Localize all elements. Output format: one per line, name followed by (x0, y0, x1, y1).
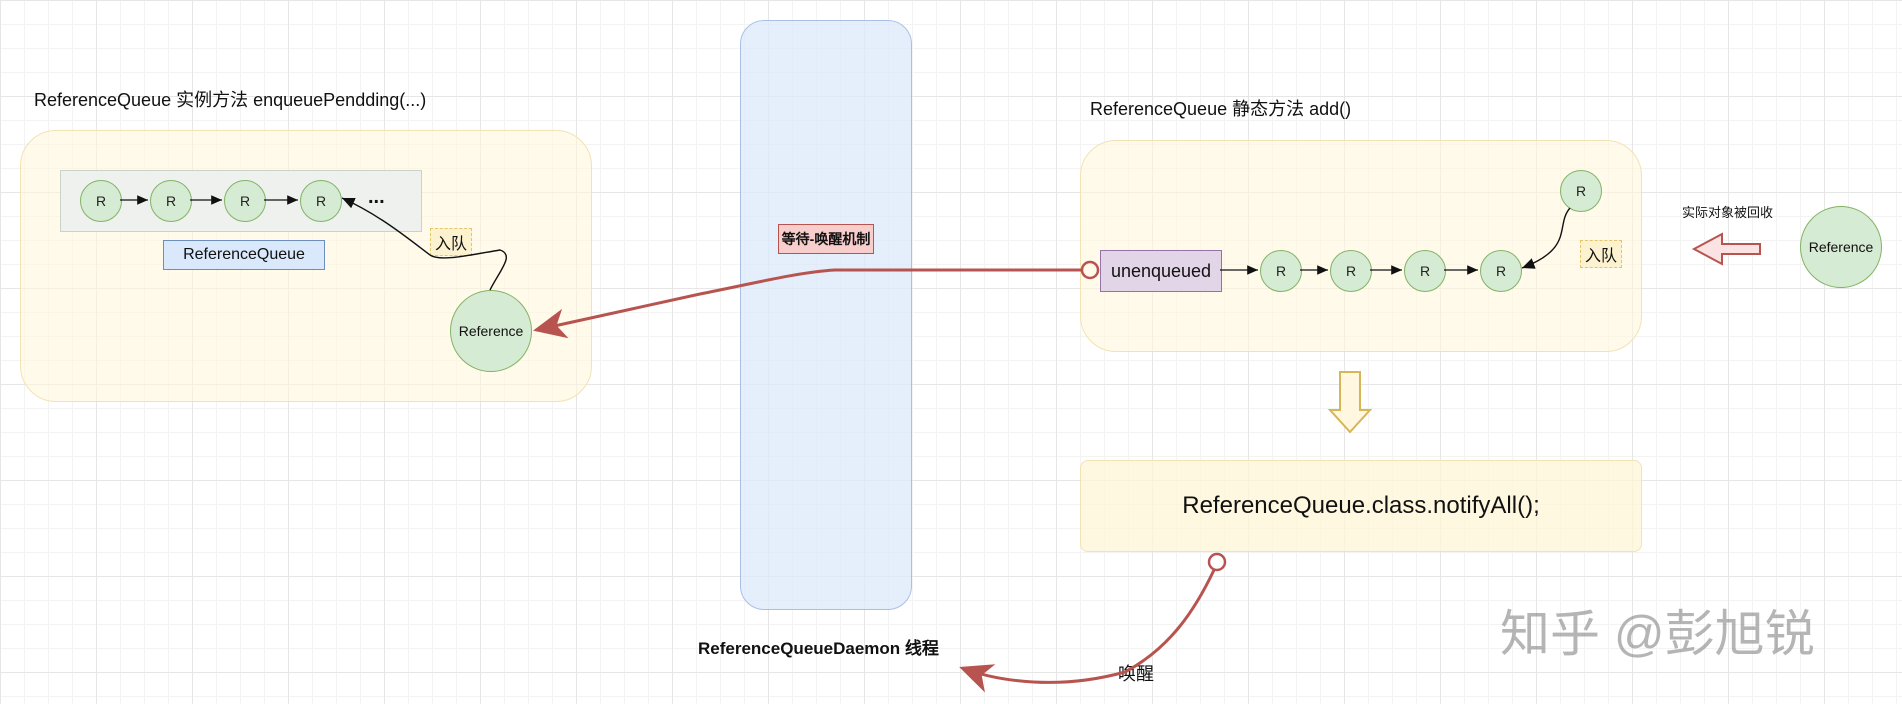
reference-queue-label: ReferenceQueue (163, 240, 325, 270)
transfer-origin (1080, 260, 1100, 280)
queue-node-1: R (80, 180, 122, 222)
daemon-thread-label: ReferenceQueueDaemon 线程 (698, 639, 939, 658)
watermark: 知乎 @彭旭锐 (1500, 606, 1815, 662)
reclaim-arrow (1691, 232, 1761, 266)
wake-arrow (959, 569, 1216, 693)
right-panel (1080, 140, 1642, 352)
chain-node-4: R (1480, 250, 1522, 292)
queue-ellipsis: ... (368, 186, 385, 208)
right-enqueue-tag: 入队 (1580, 240, 1623, 268)
left-panel-title: ReferenceQueue 实例方法 enqueuePendding(...) (34, 90, 427, 110)
queue-node-4: R (300, 180, 342, 222)
daemon-thread-lane (740, 20, 912, 610)
wait-notify-mechanism-label: 等待-唤醒机制 (778, 224, 874, 254)
down-arrow (1327, 371, 1373, 434)
top-r-node: R (1560, 170, 1602, 212)
right-reference-node: Reference (1800, 206, 1882, 288)
left-enqueue-tag: 入队 (430, 228, 473, 256)
top-node-enqueue-arrow (1521, 207, 1571, 269)
left-enqueue-arrow (341, 197, 507, 291)
queue-node-3: R (224, 180, 266, 222)
chain-node-3: R (1404, 250, 1446, 292)
notify-all-call: ReferenceQueue.class.notifyAll(); (1080, 460, 1642, 552)
queue-node-2: R (150, 180, 192, 222)
transfer-arrow (533, 268, 1082, 339)
chain-node-2: R (1330, 250, 1372, 292)
right-panel-title: ReferenceQueue 静态方法 add() (1090, 99, 1352, 119)
object-reclaimed-label: 实际对象被回收 (1682, 205, 1774, 220)
wake-label: 唤醒 (1118, 664, 1154, 684)
unenqueued-node: unenqueued (1100, 250, 1222, 292)
left-reference-node: Reference (450, 290, 532, 372)
wake-origin (1207, 552, 1227, 572)
chain-node-1: R (1260, 250, 1302, 292)
